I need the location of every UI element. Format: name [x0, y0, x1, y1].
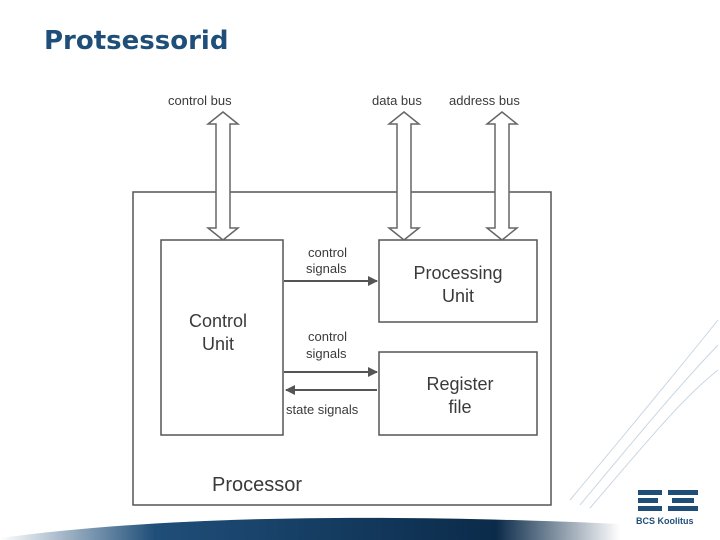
decor-lines — [569, 319, 719, 509]
control-unit-label-2: Unit — [202, 334, 234, 354]
control-signals-label-1a: control — [308, 245, 347, 260]
footer-swoosh — [0, 517, 620, 540]
data-bus-label: data bus — [372, 93, 422, 108]
control-bus-arrow — [205, 111, 241, 241]
processor-label: Processor — [212, 474, 302, 496]
bcs-logo-icon — [638, 490, 698, 511]
logo-text: BCS Koolitus — [636, 516, 694, 526]
control-bus-label: control bus — [168, 93, 232, 108]
address-bus-arrow — [484, 111, 520, 241]
control-unit-label-1: Control — [189, 311, 247, 331]
control-signals-label-2b: signals — [306, 346, 347, 361]
control-signals-label-1b: signals — [306, 261, 347, 276]
control-signals-label-2a: control — [308, 329, 347, 344]
processing-unit-box — [378, 239, 538, 323]
register-file-label-2: file — [448, 397, 471, 417]
processing-unit-label-2: Unit — [442, 286, 474, 306]
data-bus-arrow — [386, 111, 422, 241]
state-signals-label: state signals — [286, 402, 359, 417]
register-file-label-1: Register — [426, 374, 493, 394]
address-bus-label: address bus — [449, 93, 520, 108]
processing-unit-label-1: Processing — [413, 263, 502, 283]
register-file-box — [378, 351, 538, 436]
slide-title: Protsessorid — [44, 26, 229, 56]
